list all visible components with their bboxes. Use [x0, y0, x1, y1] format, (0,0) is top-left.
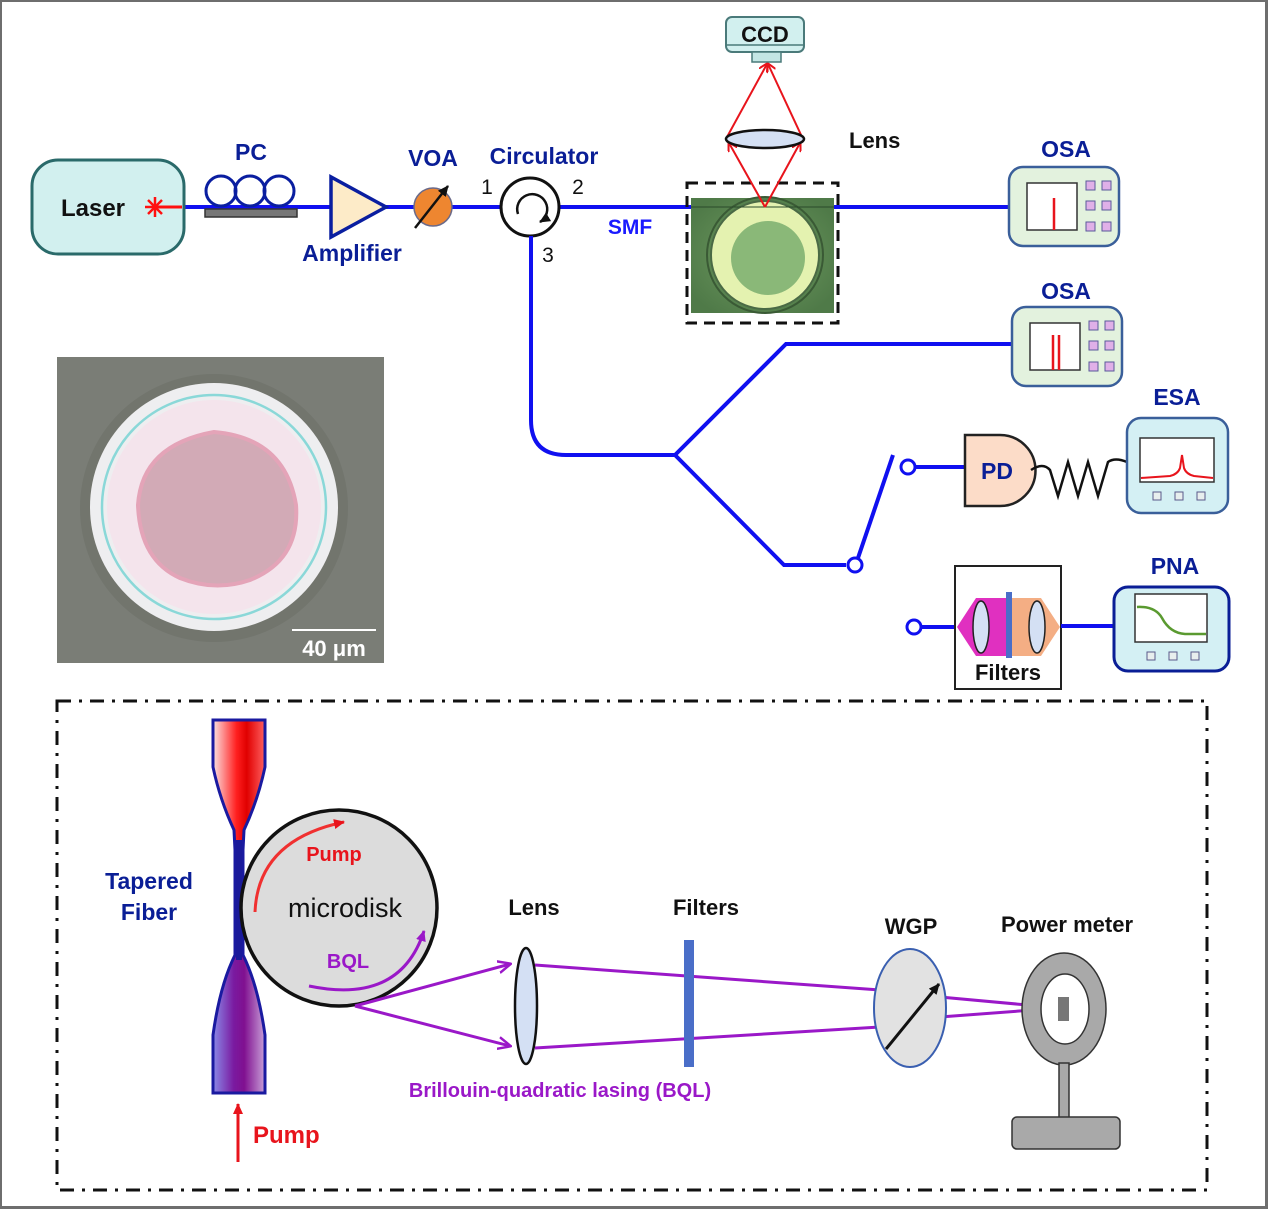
scale-bar-label: 40 μm — [302, 636, 366, 661]
switch-node-a — [846, 556, 864, 574]
filters-box-label: Filters — [975, 660, 1041, 685]
osa-1-buttons — [1085, 180, 1112, 232]
imaging-lens[interactable]: Lens — [724, 128, 900, 153]
circulator-label: Circulator — [490, 143, 599, 169]
microdisk-micrograph: 40 μm — [57, 357, 384, 663]
schematic-dash-dot-box — [55, 699, 1209, 1192]
filter-lens-2-icon — [1028, 600, 1046, 654]
pna-label: PNA — [1151, 553, 1200, 579]
microdisk[interactable]: microdisk Pump BQL — [239, 808, 439, 1008]
fiber-port3-to-splitter — [529, 236, 675, 457]
filters[interactable]: Filters — [673, 895, 739, 1067]
esa-buttons — [1152, 491, 1206, 501]
circulator-body — [499, 176, 561, 238]
fiber-splitter-to-switch — [673, 453, 846, 567]
pump-inner-label: Pump — [306, 844, 362, 866]
circulator-rotation-arrow-icon — [516, 192, 552, 224]
fiber-splitter-to-osa2 — [673, 342, 1012, 457]
osa-1[interactable]: OSA — [1007, 136, 1121, 248]
power-meter[interactable]: Power meter — [1001, 912, 1133, 1150]
wire-grid-polarizer[interactable]: WGP — [873, 914, 947, 1068]
osa-2-label: OSA — [1041, 278, 1091, 304]
power-meter-sensor — [1058, 997, 1069, 1021]
esa-label: ESA — [1153, 384, 1200, 410]
wgp-label: WGP — [885, 914, 938, 939]
ccd-label: CCD — [741, 22, 789, 47]
amplifier[interactable]: Amplifier — [302, 174, 402, 266]
filter-plate — [1006, 592, 1012, 658]
switch-node-pna — [905, 618, 923, 636]
laser-box — [30, 158, 186, 256]
pna-trace — [1136, 605, 1206, 636]
pc-label: PC — [235, 139, 267, 165]
circulator[interactable]: Circulator 1 2 3 — [481, 143, 598, 267]
microdisk-top-view-image — [691, 196, 834, 314]
power-meter-label: Power meter — [1001, 912, 1133, 937]
smf-label: SMF — [608, 216, 653, 239]
osa-2-screen — [1029, 322, 1081, 371]
imaging-lens-label: Lens — [849, 128, 900, 153]
esa[interactable]: ESA — [1125, 384, 1230, 515]
tapered-fiber-label-line-2: Fiber — [121, 899, 177, 925]
fiber-loops-icon — [204, 174, 296, 208]
bql-beam — [354, 964, 1061, 1048]
pna-buttons — [1146, 651, 1200, 661]
amplifier-label: Amplifier — [302, 240, 402, 266]
bql-inner-label: BQL — [327, 951, 369, 973]
tapered-fiber — [211, 718, 267, 1095]
osa-1-label: OSA — [1041, 136, 1091, 162]
collimating-lens[interactable]: Lens — [508, 895, 560, 1066]
esa-trace — [1140, 454, 1214, 479]
filter-plate-icon — [684, 940, 694, 1067]
microdisk-label: microdisk — [288, 893, 403, 923]
laser-emitter-icon — [145, 197, 182, 217]
photodetector[interactable]: PD — [963, 433, 1037, 508]
switch-lever[interactable] — [856, 454, 895, 559]
voa-adjust-arrow-icon — [414, 185, 449, 229]
bql-caption: Brillouin-quadratic lasing (BQL) — [409, 1080, 711, 1102]
variable-optical-attenuator[interactable]: VOA — [408, 145, 458, 229]
ccd-camera[interactable]: CCD — [725, 16, 805, 63]
power-meter-post — [1058, 1062, 1070, 1119]
optical-switch[interactable] — [846, 454, 923, 636]
esa-screen — [1139, 437, 1215, 483]
osa-2[interactable]: OSA — [1010, 278, 1124, 388]
filter-lens-1-icon — [972, 600, 990, 654]
wgp-axis-arrow-icon — [884, 983, 941, 1050]
amplifier-triangle-icon — [329, 174, 390, 240]
power-meter-base — [1011, 1116, 1121, 1150]
polarization-controller[interactable]: PC — [204, 139, 298, 218]
imaging-rays — [726, 64, 803, 208]
pump-input-label: Pump — [253, 1122, 320, 1149]
lens-label: Lens — [508, 895, 559, 920]
pna[interactable]: PNA — [1112, 553, 1231, 673]
sample-dashed-box — [685, 181, 840, 325]
circulator-port-3: 3 — [542, 244, 554, 267]
pc-base — [204, 208, 298, 218]
circulator-port-1: 1 — [481, 176, 493, 199]
pd-body — [963, 433, 1037, 508]
microdisk-body — [239, 808, 439, 1008]
osa-1-screen — [1026, 182, 1078, 231]
imaging-lens-icon — [724, 128, 806, 150]
wgp-body — [873, 948, 947, 1068]
bql-circulation-arrow-icon — [308, 930, 426, 992]
pump-circulation-arrow-icon — [253, 819, 345, 913]
switch-node-pd — [899, 458, 917, 476]
filters-module[interactable]: Filters — [954, 565, 1062, 690]
lens-icon — [513, 946, 539, 1066]
ccd-lens-mount — [751, 51, 782, 63]
rf-cable — [1030, 457, 1128, 501]
laser-label: Laser — [61, 195, 125, 222]
tapered-fiber-label-line-1: Tapered — [105, 868, 193, 894]
pd-label: PD — [981, 458, 1013, 484]
laser[interactable]: Laser — [30, 158, 186, 256]
voa-label: VOA — [408, 145, 458, 171]
osa-2-buttons — [1088, 320, 1115, 372]
filters-label: Filters — [673, 895, 739, 920]
circulator-port-2: 2 — [572, 176, 584, 199]
